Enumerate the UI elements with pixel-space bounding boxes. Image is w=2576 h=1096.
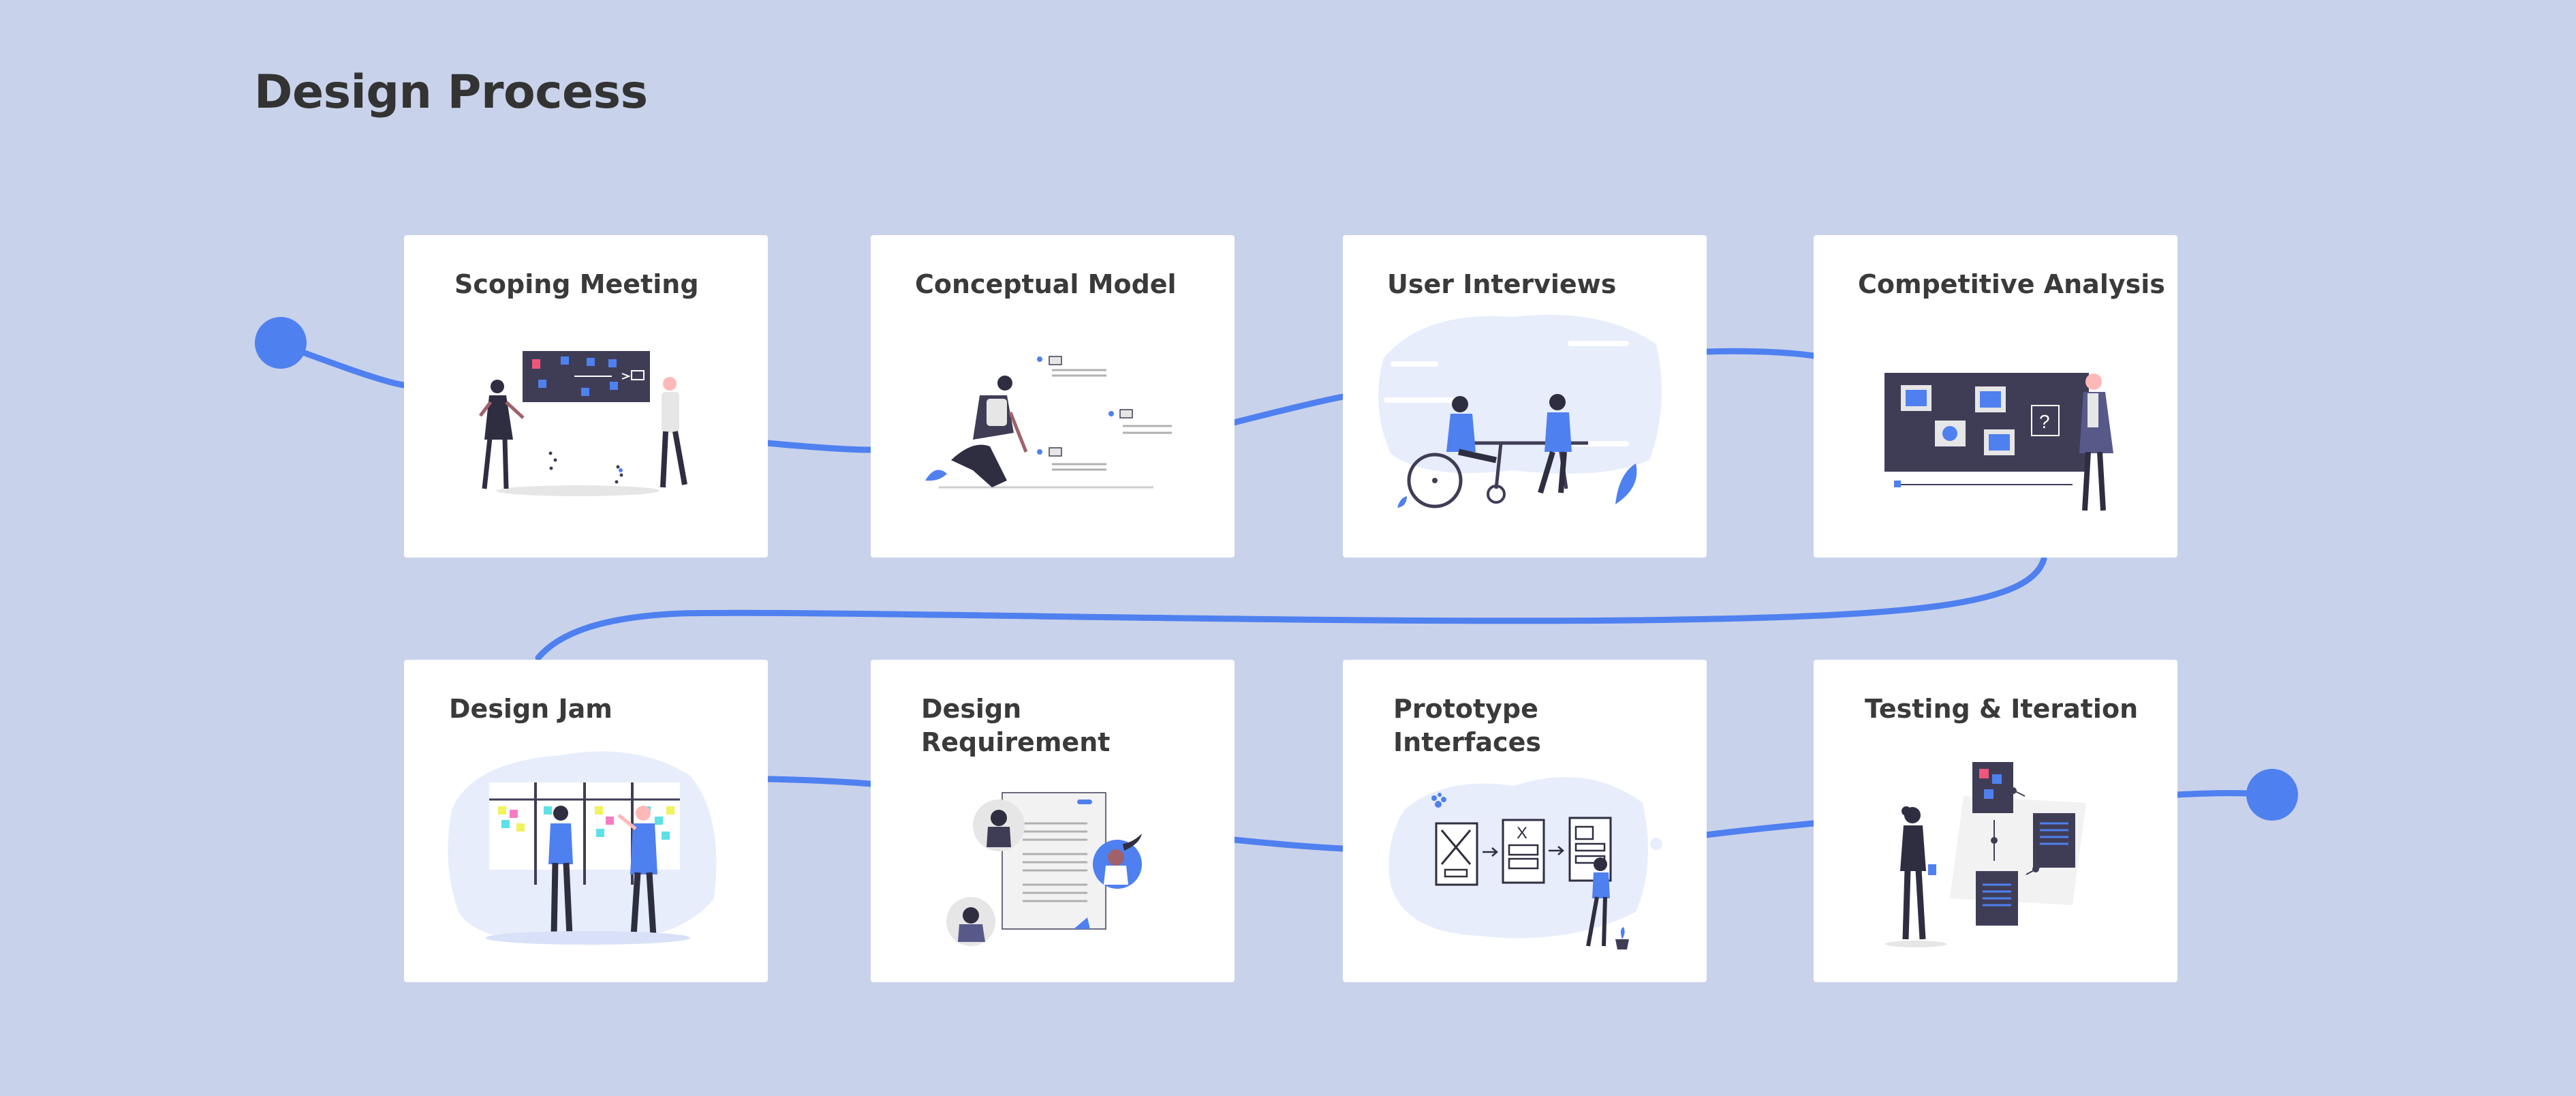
step-title: Conceptual Model — [915, 269, 1177, 299]
process-connector-line — [277, 341, 2276, 852]
step-title: Design Requirement — [921, 694, 1111, 757]
end-node — [2246, 769, 2298, 821]
step-card-testing-iteration[interactable]: Testing & Iteration — [1814, 660, 2177, 982]
wireframe-flow-illustration: X — [1388, 777, 1662, 949]
step-title: User Interviews — [1387, 269, 1617, 299]
step-title: Design Jam — [449, 694, 612, 724]
step-card-design-jam[interactable]: Design Jam — [404, 660, 768, 982]
step-title: Scoping Meeting — [454, 269, 699, 299]
sticky-notes-illustration — [448, 751, 717, 945]
step-card-prototype-interfaces[interactable]: Prototype Interfaces X — [1343, 660, 1707, 982]
interview-illustration — [1378, 314, 1662, 508]
step-title: Testing & Iteration — [1865, 694, 2139, 724]
start-node — [255, 317, 307, 369]
step-title: Prototype Interfaces — [1393, 694, 1541, 757]
svg-text:X: X — [1517, 824, 1527, 842]
step-card-user-interviews[interactable]: User Interviews — [1343, 235, 1707, 558]
svg-text:?: ? — [2039, 411, 2050, 432]
page-title: Design Process — [254, 65, 648, 119]
testing-illustration — [1885, 762, 2086, 947]
analysis-board-illustration: ? — [1884, 373, 2113, 511]
step-card-conceptual-model[interactable]: Conceptual Model — [871, 235, 1235, 558]
step-title: Competitive Analysis — [1858, 269, 2165, 299]
step-card-scoping-meeting[interactable]: Scoping Meeting — [404, 235, 768, 558]
step-card-design-requirement[interactable]: Design Requirement — [871, 660, 1235, 982]
modeling-illustration — [925, 356, 1172, 489]
requirement-document-illustration — [946, 792, 1142, 946]
presentation-board-illustration — [479, 351, 687, 496]
step-card-competitive-analysis[interactable]: Competitive Analysis ? — [1814, 235, 2177, 558]
